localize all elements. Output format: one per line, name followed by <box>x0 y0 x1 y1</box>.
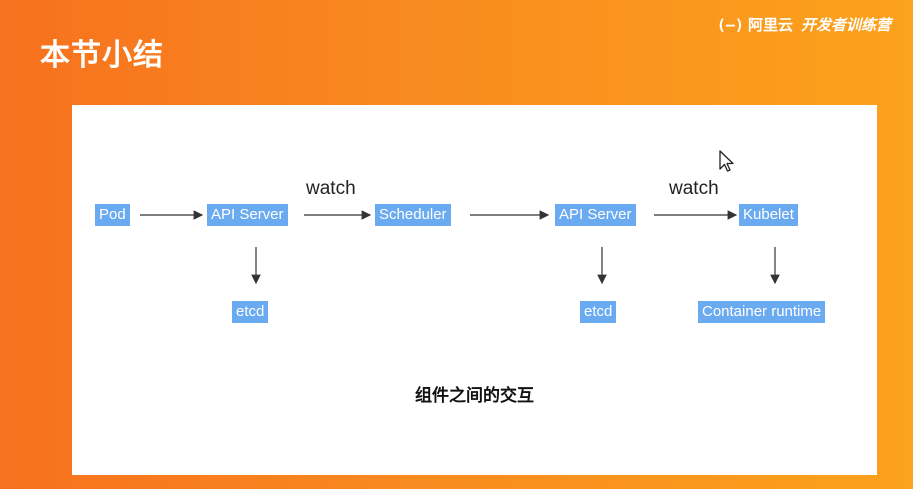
node-api-server-1: API Server <box>207 204 288 226</box>
diagram-panel: Pod API Server etcd Scheduler API Server… <box>72 105 877 475</box>
edge-label-watch-2: watch <box>669 178 719 199</box>
aliyun-logo-icon: (–) <box>716 15 744 34</box>
brand-camp: 开发者训练营 <box>800 16 891 34</box>
node-api-server-2: API Server <box>555 204 636 226</box>
node-scheduler: Scheduler <box>375 204 451 226</box>
node-pod: Pod <box>95 204 130 226</box>
slide-title: 本节小结 <box>40 38 164 73</box>
diagram-arrows <box>140 210 780 285</box>
node-etcd-2: etcd <box>580 301 617 323</box>
diagram-caption: 组件之间的交互 <box>415 386 534 406</box>
node-etcd-1: etcd <box>232 301 269 323</box>
edge-label-watch-1: watch <box>306 178 356 199</box>
node-container-runtime: Container runtime <box>698 301 826 323</box>
brand-company: 阿里云 <box>747 16 793 34</box>
node-kubelet: Kubelet <box>739 204 798 226</box>
brand-header: (–) 阿里云 开发者训练营 <box>717 14 891 35</box>
mouse-cursor-icon <box>719 150 734 172</box>
